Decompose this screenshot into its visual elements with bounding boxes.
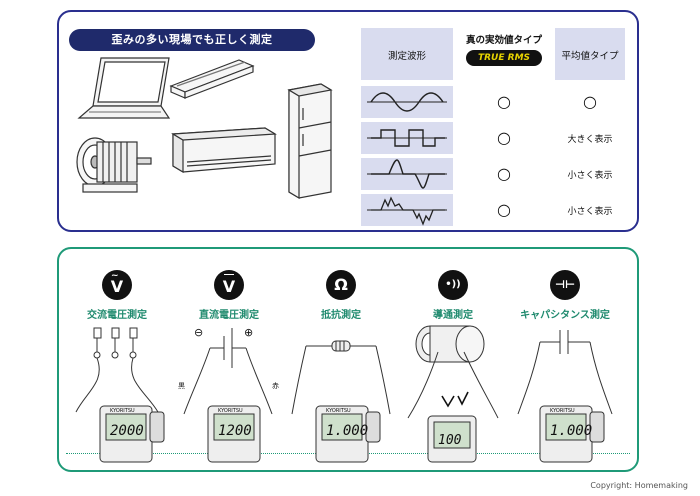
dc-probe-illustration: ⊖ ⊕ 黒 赤 KYORITSU 1200	[178, 326, 279, 463]
sine-wave-icon	[367, 92, 447, 112]
refrigerator-icon	[287, 83, 333, 200]
svg-text:赤: 赤	[272, 382, 279, 390]
avg-cell-2: 小さく表示	[555, 158, 625, 190]
svg-text:1200: 1200	[218, 423, 252, 439]
waveform-comparison-table: 測定波形 真の実効値タイプ TRUE RMS 平均値タイプ ○ ○	[361, 28, 625, 226]
function-ac-voltage: V ~ 交流電圧測定 KYORITSU 2000	[58, 270, 176, 466]
features-panel: 歪みの多い現場でも正しく測定	[57, 10, 639, 232]
ac-voltage-icon: V ~	[102, 270, 132, 300]
fluorescent-light-icon	[169, 59, 255, 99]
distorted-wave-icon	[367, 196, 447, 226]
resistance-probe-illustration: KYORITSU 1.000	[291, 340, 391, 463]
function-label: 交流電圧測定	[87, 310, 147, 321]
equipment-illustration	[76, 57, 333, 200]
square-wave-icon	[367, 129, 447, 147]
continuity-probe-illustration: 100	[407, 325, 499, 463]
ohm-icon: Ω	[326, 270, 356, 300]
capacitance-probe-illustration: KYORITSU 1.000	[517, 330, 613, 463]
svg-text:KYORITSU: KYORITSU	[550, 408, 575, 414]
dc-voltage-icon: V	[214, 270, 244, 300]
true-cell-1: ○	[456, 122, 552, 154]
copyright-text: Copyright: Homemaking	[590, 481, 688, 490]
true-cell-0: ○	[456, 86, 552, 118]
capacitor-icon: ⊣⊢	[550, 270, 580, 300]
function-label: 抵抗測定	[321, 310, 361, 321]
avg-cell-3: 小さく表示	[555, 194, 625, 226]
pulse-wave-icon	[367, 159, 447, 189]
function-label: 導通測定	[433, 310, 473, 321]
svg-text:KYORITSU: KYORITSU	[218, 408, 243, 414]
function-label: キャパシタンス測定	[520, 310, 610, 321]
svg-text:⊕: ⊕	[244, 326, 253, 339]
svg-text:2000: 2000	[110, 423, 144, 439]
waveform-pulse-cell	[361, 158, 453, 190]
svg-text:100: 100	[438, 433, 462, 448]
svg-text:1.000: 1.000	[326, 423, 368, 439]
svg-text:⊖: ⊖	[194, 326, 203, 339]
svg-text:黒: 黒	[178, 382, 185, 390]
motor-icon	[76, 137, 152, 193]
function-dc-voltage: V 直流電圧測定 ⊖ ⊕ 黒 赤 KYORITSU 1200	[170, 270, 288, 466]
header-true-rms-cell: 真の実効値タイプ TRUE RMS	[456, 28, 552, 80]
continuity-icon: •))	[438, 270, 468, 300]
function-label: 直流電圧測定	[199, 310, 259, 321]
svg-text:1.000: 1.000	[550, 423, 592, 439]
function-capacitance: ⊣⊢ キャパシタンス測定 KYORITSU 1.000	[506, 270, 624, 466]
banner-title: 歪みの多い現場でも正しく測定	[69, 29, 315, 51]
waveform-distorted-cell	[361, 194, 453, 226]
air-conditioner-icon	[171, 127, 277, 174]
function-resistance: Ω 抵抗測定 KYORITSU 1.000	[282, 270, 400, 466]
laptop-icon	[77, 57, 171, 119]
header-waveform-cell: 測定波形	[361, 28, 453, 80]
avg-cell-1: 大きく表示	[555, 122, 625, 154]
true-rms-logo: TRUE RMS	[466, 50, 542, 66]
avg-cell-0: ○	[555, 86, 625, 118]
svg-text:KYORITSU: KYORITSU	[326, 408, 351, 414]
ac-probe-illustration: KYORITSU 2000	[75, 327, 165, 463]
waveform-sine-cell	[361, 86, 453, 118]
function-continuity: •)) 導通測定 100	[394, 270, 512, 466]
header-average-cell: 平均値タイプ	[555, 28, 625, 80]
true-cell-3: ○	[456, 194, 552, 226]
svg-text:KYORITSU: KYORITSU	[110, 408, 135, 414]
waveform-square-cell	[361, 122, 453, 154]
true-cell-2: ○	[456, 158, 552, 190]
